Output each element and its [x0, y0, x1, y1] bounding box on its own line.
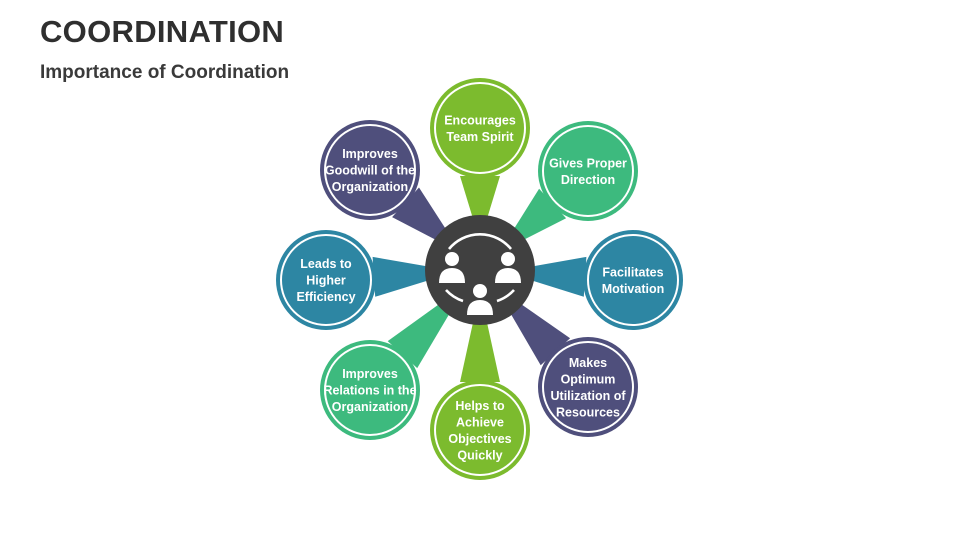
connector-facilitates-motivation: [527, 256, 587, 297]
node-label-line: Facilitates: [602, 265, 663, 279]
node-label-line: Goodwill of the: [325, 164, 415, 178]
node-label-line: Relations in the: [323, 384, 416, 398]
connectors: [372, 176, 587, 382]
node-label-line: Utilization of: [551, 389, 627, 403]
node-inner-circle: [324, 344, 416, 436]
node-label-line: Makes: [569, 356, 607, 370]
node-inner-circle: [324, 124, 416, 216]
node-label-line: Motivation: [602, 282, 665, 296]
node-label-line: Achieve: [456, 415, 504, 429]
node-label-line: Resources: [556, 405, 620, 419]
page-subtitle: Importance of Coordination: [40, 62, 290, 83]
node-inner-circle: [280, 234, 372, 326]
node-label-line: Quickly: [457, 448, 502, 462]
node-label-line: Gives Proper: [549, 156, 627, 170]
connector-makes-optimum-utilization: [508, 301, 571, 366]
center-circle: [425, 215, 535, 325]
node-inner-circle: [542, 125, 634, 217]
node-label-line: Organization: [332, 180, 408, 194]
center-hub: [425, 215, 535, 325]
connector-improves-goodwill: [392, 187, 449, 243]
node-inner-circle: [587, 234, 679, 326]
connector-helps-achieve-objectives: [460, 318, 500, 382]
node-label-line: Optimum: [561, 372, 616, 386]
team-people-icon: [439, 232, 521, 315]
node-label-line: Leads to: [300, 257, 352, 271]
node-label-line: Objectives: [448, 432, 511, 446]
node-label-line: Helps to: [455, 399, 505, 413]
node-label-line: Encourages: [444, 113, 516, 127]
connector-improves-relations: [387, 301, 452, 369]
node-label-line: Team Spirit: [446, 130, 514, 144]
node-label-line: Improves: [342, 147, 398, 161]
node-label-line: Higher: [306, 274, 346, 288]
connector-encourages-team-spirit: [460, 176, 500, 222]
node-inner-circle: [434, 82, 526, 174]
node-inner-circle: [434, 384, 526, 476]
node-label-line: Efficiency: [296, 290, 355, 304]
connector-leads-to-higher-efficiency: [372, 256, 433, 297]
node-label-line: Organization: [332, 400, 408, 414]
node-label-line: Improves: [342, 367, 398, 381]
node-inner-circle: [542, 341, 634, 433]
page-title: COORDINATION: [40, 14, 285, 49]
node-label-line: Direction: [561, 173, 615, 187]
connector-gives-proper-direction: [511, 188, 567, 242]
